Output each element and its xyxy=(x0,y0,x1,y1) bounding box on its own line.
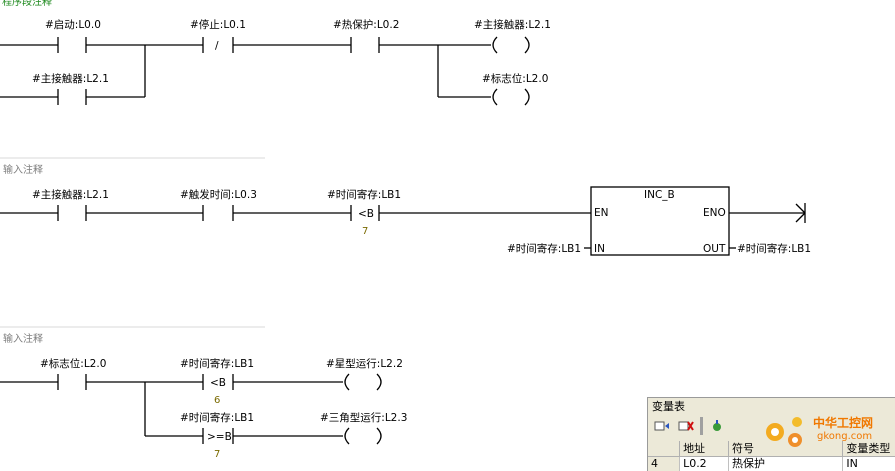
contact-main-contactor-hold[interactable] xyxy=(57,89,87,105)
compare-contact-lt[interactable]: <B xyxy=(350,205,380,221)
contact-thermal[interactable] xyxy=(350,37,380,53)
refresh-icon[interactable] xyxy=(707,417,727,435)
network2: #主接触器:L2.1 #触发时间:L0.3 <B #时间寄存:LB1 7 INC… xyxy=(0,186,811,256)
toolbar-separator xyxy=(700,417,703,435)
compare-op-ge-7: >=B xyxy=(207,431,232,443)
compare-contact-lt-6[interactable]: <B xyxy=(202,374,234,390)
coil-star-run-label: #星型运行:L2.2 xyxy=(326,357,403,370)
coil-delta-run-label: #三角型运行:L2.3 xyxy=(320,411,407,424)
compare-contact-lt-label: #时间寄存:LB1 xyxy=(327,188,401,201)
compare-contact-ge-7-label: #时间寄存:LB1 xyxy=(180,411,254,424)
column-symbol[interactable]: 符号 xyxy=(729,441,844,456)
contact-stop-symbol: / xyxy=(215,40,219,52)
compare-value-7: 7 xyxy=(362,226,368,237)
coil-flag[interactable] xyxy=(492,88,530,106)
network2-comment[interactable]: 输入注释 xyxy=(3,163,43,176)
variable-table-toolbar xyxy=(648,415,895,437)
coil-main-contactor-label: #主接触器:L2.1 xyxy=(474,18,551,31)
row-symbol[interactable]: 热保护 xyxy=(729,457,844,471)
column-var-type[interactable]: 变量类型 xyxy=(843,441,895,456)
coil-main-contactor[interactable] xyxy=(492,36,530,54)
watermark-line1: 中华工控网 xyxy=(813,416,874,430)
contact-main-contactor-n2[interactable] xyxy=(57,205,87,221)
contact-trigger-time-label: #触发时间:L0.3 xyxy=(180,188,257,201)
coil-delta-run[interactable] xyxy=(344,427,382,445)
compare-contact-lt-6-label: #时间寄存:LB1 xyxy=(180,357,254,370)
inc-b-box[interactable]: INC_B EN ENO IN OUT xyxy=(590,186,730,256)
insert-row-icon[interactable] xyxy=(652,417,672,435)
gkong-watermark: 中华工控网 gkong.com xyxy=(757,410,893,450)
inc-b-in-operand[interactable]: #时间寄存:LB1 xyxy=(507,242,581,255)
contact-flag-n3-label: #标志位:L2.0 xyxy=(40,357,106,370)
contact-main-contactor-n2-label: #主接触器:L2.1 xyxy=(32,188,109,201)
row-address[interactable]: L0.2 xyxy=(680,457,729,471)
inc-b-out: OUT xyxy=(703,243,726,255)
inc-b-en: EN xyxy=(594,207,609,219)
contact-start-label: #启动:L0.0 xyxy=(45,18,101,31)
contact-start[interactable] xyxy=(57,37,87,53)
row-index: 4 xyxy=(648,457,681,471)
compare-op-lt-6: <B xyxy=(210,377,226,389)
table-row[interactable]: 4 L0.2 热保护 IN xyxy=(648,457,895,471)
contact-stop-label: #停止:L0.1 xyxy=(190,18,246,31)
compare-value-7b: 7 xyxy=(214,449,220,460)
contact-flag-n3[interactable] xyxy=(57,374,87,390)
column-index xyxy=(648,441,681,456)
coil-star-run[interactable] xyxy=(344,373,382,391)
network3-comment[interactable]: 输入注释 xyxy=(3,332,43,345)
watermark-line2: gkong.com xyxy=(817,431,873,442)
gear-logo-icon xyxy=(766,417,802,447)
column-address[interactable]: 地址 xyxy=(680,441,729,456)
variable-table-header: 地址 符号 变量类型 xyxy=(648,441,895,457)
inc-b-in: IN xyxy=(594,243,605,255)
network3: #标志位:L2.0 <B #时间寄存:LB1 6 #星型运行:L2.2 >=B … xyxy=(0,357,407,460)
contact-thermal-label: #热保护:L0.2 xyxy=(333,18,399,31)
coil-flag-label: #标志位:L2.0 xyxy=(482,72,548,85)
delete-row-icon[interactable] xyxy=(676,417,696,435)
output-arrow-icon xyxy=(795,203,806,223)
contact-main-contactor-hold-label: #主接触器:L2.1 xyxy=(32,72,109,85)
row-var-type[interactable]: IN xyxy=(843,457,895,471)
inc-b-out-operand[interactable]: #时间寄存:LB1 xyxy=(737,242,811,255)
compare-value-6: 6 xyxy=(214,395,220,406)
compare-contact-ge-7[interactable]: >=B xyxy=(202,428,234,444)
network1-comment[interactable]: 程序段注释 xyxy=(2,0,52,8)
inc-b-title: INC_B xyxy=(644,189,675,201)
network1: #启动:L0.0 #主接触器:L2.1 / #停止:L0.1 #热保护:L0.2 xyxy=(0,18,551,106)
contact-trigger-time[interactable] xyxy=(202,205,234,221)
variable-table-title: 变量表 xyxy=(652,400,685,413)
inc-b-eno: ENO xyxy=(703,207,726,219)
contact-stop[interactable]: / xyxy=(202,37,234,53)
compare-op-lt: <B xyxy=(358,208,374,220)
